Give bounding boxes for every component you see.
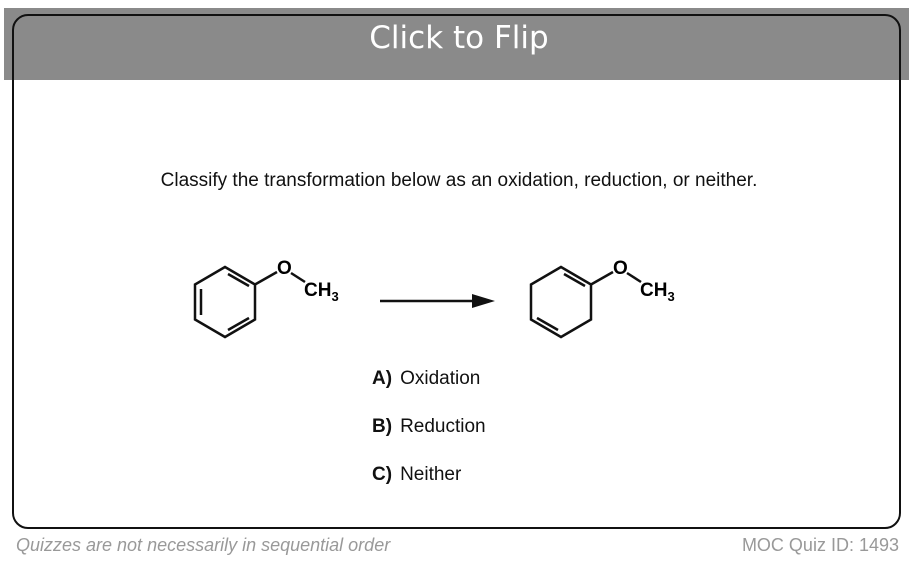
reaction-arrow: [380, 294, 495, 308]
sequence-note: Quizzes are not necessarily in sequentia…: [16, 535, 391, 555]
option-c[interactable]: C) Neither: [372, 464, 461, 486]
reactant-methyl-label: CH3: [304, 280, 339, 304]
option-text: Reduction: [400, 416, 486, 437]
question-text: Classify the transformation below as an …: [160, 170, 758, 191]
option-letter: C): [372, 464, 393, 485]
flashcard[interactable]: [12, 14, 901, 529]
reactant-oxygen-label: O: [277, 258, 292, 279]
option-text: Oxidation: [400, 368, 481, 389]
quiz-id: MOC Quiz ID: 1493: [741, 535, 899, 555]
option-letter: B): [372, 416, 393, 437]
product-methyl-label: CH3: [640, 280, 675, 304]
click-to-flip-button[interactable]: Click to Flip: [369, 20, 549, 56]
option-b[interactable]: B) Reduction: [372, 416, 486, 438]
methoxycyclohexadiene-structure: [529, 265, 642, 339]
product-oxygen-label: O: [613, 258, 628, 279]
option-a[interactable]: A) Oxidation: [372, 368, 480, 390]
option-letter: A): [372, 368, 393, 389]
flip-banner[interactable]: [4, 8, 909, 80]
option-text: Neither: [400, 464, 462, 485]
anisole-structure: [193, 265, 306, 339]
